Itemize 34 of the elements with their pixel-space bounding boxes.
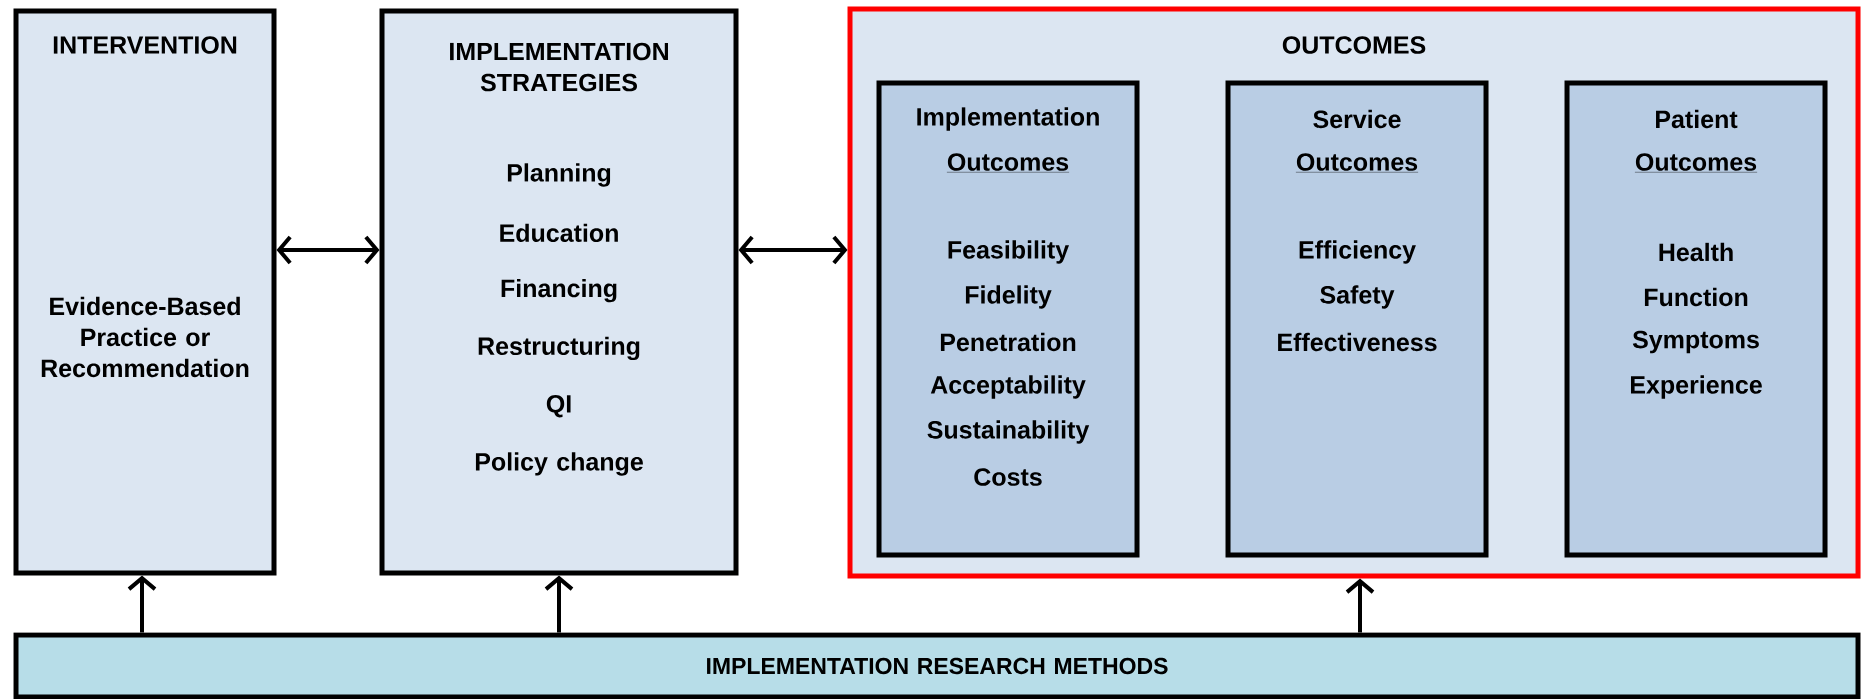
box-heading: Outcomes bbox=[1634, 153, 1758, 173]
list-item: Planning bbox=[507, 163, 611, 187]
list-item: Health bbox=[1659, 242, 1733, 262]
list-item: Fidelity bbox=[965, 285, 1052, 309]
list-item: Education bbox=[500, 223, 618, 242]
arrow bbox=[544, 575, 574, 633]
box-heading: Outcomes bbox=[946, 153, 1070, 173]
list-item: Safety bbox=[1320, 285, 1395, 309]
list-item: Financing bbox=[501, 278, 617, 303]
box-heading: IMPLEMENTATION RESEARCH METHODS bbox=[707, 657, 1168, 675]
box-heading: Service bbox=[1313, 109, 1401, 129]
arrow bbox=[276, 235, 380, 265]
box-heading: INTERVENTION bbox=[53, 36, 237, 54]
list-item: Penetration bbox=[940, 332, 1076, 352]
body-text: Evidence-Based Practice or Recommendation bbox=[41, 296, 249, 378]
box-heading: IMPLEMENTATION STRATEGIES bbox=[450, 42, 668, 92]
box-heading: Outcomes bbox=[1295, 153, 1419, 173]
list-item: Sustainability bbox=[927, 420, 1090, 444]
arrow bbox=[738, 235, 848, 265]
box-heading: Patient bbox=[1656, 109, 1738, 129]
list-item: Efficiency bbox=[1299, 240, 1416, 264]
list-item: Costs bbox=[974, 468, 1042, 486]
list-item: Feasibility bbox=[948, 240, 1070, 264]
list-item: Symptoms bbox=[1632, 330, 1759, 354]
list-item: Experience bbox=[1631, 375, 1762, 399]
list-item: Restructuring bbox=[478, 336, 640, 361]
list-item: Acceptability bbox=[930, 375, 1086, 399]
list-item: Effectiveness bbox=[1278, 332, 1437, 352]
list-item: Policy change bbox=[475, 452, 643, 476]
arrow bbox=[127, 575, 157, 633]
box-heading: OUTCOMES bbox=[1282, 36, 1426, 54]
list-item: QI bbox=[546, 395, 571, 418]
box-heading: Implementation bbox=[917, 107, 1099, 131]
list-item: Function bbox=[1644, 287, 1748, 307]
